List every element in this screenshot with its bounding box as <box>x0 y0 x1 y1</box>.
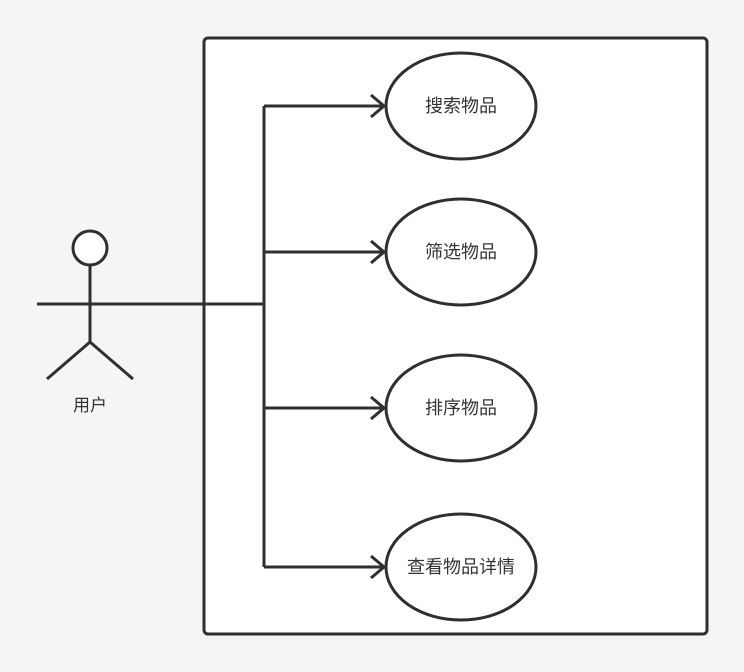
connectors <box>37 93 387 580</box>
arrowhead-search-items <box>370 93 387 119</box>
use-case-ellipse <box>384 353 538 463</box>
actor: 用户 <box>46 229 134 416</box>
actor-label: 用户 <box>73 396 107 416</box>
use-case-sort-items: 排序物品 <box>384 353 538 463</box>
actor-left-leg <box>46 340 91 381</box>
arrowhead-filter-items <box>370 239 387 265</box>
use-case-label: 筛选物品 <box>425 242 497 263</box>
actor-right-leg <box>89 340 134 381</box>
system-boundary <box>202 36 709 636</box>
actor-head <box>71 229 109 267</box>
use-case-ellipse <box>384 512 538 622</box>
use-case-view-item-details: 查看物品详情 <box>384 512 538 622</box>
arrowhead-sort-items <box>370 395 387 421</box>
use-case-label: 排序物品 <box>425 398 497 419</box>
use-case-ellipse <box>384 51 538 161</box>
arrowhead-view-item-details <box>370 554 387 580</box>
use-case-search-items: 搜索物品 <box>384 51 538 161</box>
use-case-filter-items: 筛选物品 <box>384 197 538 307</box>
use-case-ellipse <box>384 197 538 307</box>
use-case-label: 查看物品详情 <box>407 557 515 578</box>
use-case-label: 搜索物品 <box>425 96 497 117</box>
